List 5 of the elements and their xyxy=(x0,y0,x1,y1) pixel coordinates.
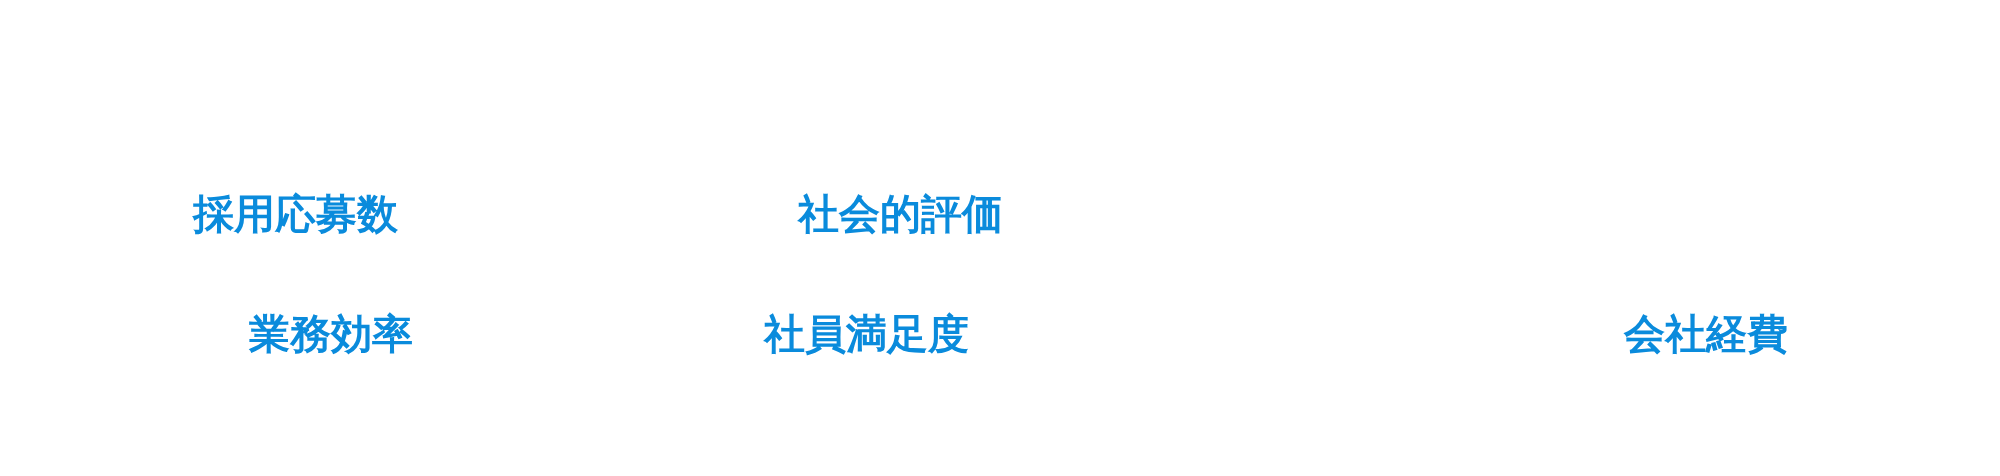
metric-label: 業務効率 xyxy=(249,314,413,355)
metric-label: 採用応募数 xyxy=(193,194,398,235)
metric-label: 社員満足度 xyxy=(764,314,969,355)
metric-label: 会社経費 xyxy=(1624,314,1788,355)
metric-label: 社会的評価 xyxy=(798,194,1003,235)
